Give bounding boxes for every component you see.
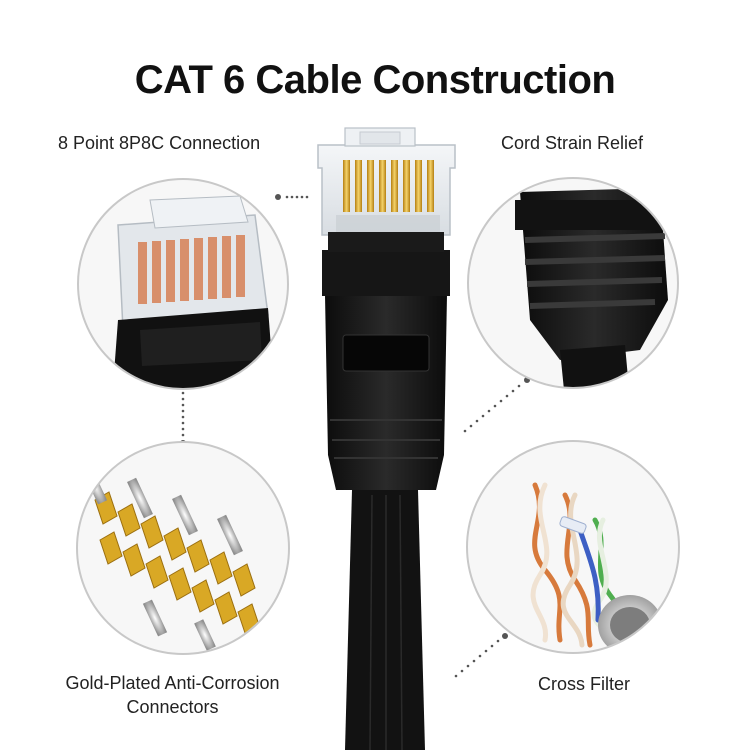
rj45-connector-icon — [317, 127, 456, 750]
circle-gold-pins — [76, 441, 290, 655]
page-title: CAT 6 Cable Construction — [134, 58, 616, 102]
label-gold-plated-line1: Gold-Plated Anti-Corrosion — [65, 673, 280, 693]
leader-dots — [180, 194, 530, 678]
label-gold-plated-line2: Connectors — [126, 697, 219, 717]
label-strain-relief: Cord Strain Relief — [501, 133, 644, 153]
connector-closeup-icon — [112, 195, 275, 389]
leader-left-vertical — [180, 391, 186, 446]
leader-bottom-right — [454, 633, 508, 678]
label-8p8c-connection: 8 Point 8P8C Connection — [58, 133, 261, 153]
leader-top-left — [275, 194, 309, 200]
circle-cross-filter — [466, 440, 680, 654]
label-cross-filter: Cross Filter — [538, 674, 631, 694]
circle-8p8c-detail — [77, 178, 289, 390]
label-gold-plated: Gold-Plated Anti-Corrosion Connectors — [40, 671, 305, 719]
circle-strain-relief — [467, 177, 679, 389]
gold-contacts — [343, 160, 434, 212]
leader-right-middle — [463, 377, 530, 433]
